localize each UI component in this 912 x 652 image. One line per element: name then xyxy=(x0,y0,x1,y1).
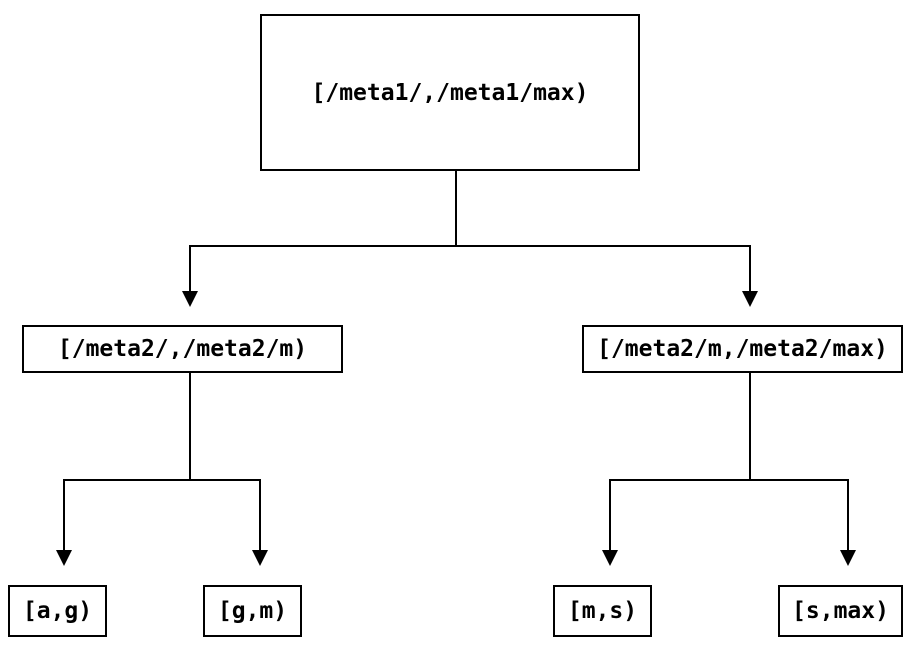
arrowhead-down-icon xyxy=(602,550,618,566)
arrowhead-down-icon xyxy=(56,550,72,566)
arrowhead-down-icon xyxy=(840,550,856,566)
arrowhead-down-icon xyxy=(742,291,758,307)
tree-node-meta2-right: [/meta2/m,/meta2/max) xyxy=(582,325,903,373)
tree-node-root: [/meta1/,/meta1/max) xyxy=(260,14,640,171)
connector-root-branch xyxy=(189,170,751,293)
tree-node-label: [g,m) xyxy=(217,598,288,624)
tree-node-leaf-ag: [a,g) xyxy=(8,585,107,637)
tree-node-label: [/meta2/,/meta2/m) xyxy=(57,336,308,362)
connector-right-subtree xyxy=(609,373,849,552)
tree-node-leaf-ms: [m,s) xyxy=(553,585,652,637)
tree-node-label: [s,max) xyxy=(792,598,889,624)
tree-node-leaf-smax: [s,max) xyxy=(778,585,903,637)
tree-node-label: [a,g) xyxy=(22,598,93,624)
tree-node-label: [/meta2/m,/meta2/max) xyxy=(597,336,888,362)
tree-node-leaf-gm: [g,m) xyxy=(203,585,302,637)
arrowhead-down-icon xyxy=(182,291,198,307)
tree-node-label: [m,s) xyxy=(567,598,638,624)
connector-left-subtree xyxy=(63,373,261,552)
tree-node-meta2-left: [/meta2/,/meta2/m) xyxy=(22,325,343,373)
arrowhead-down-icon xyxy=(252,550,268,566)
tree-node-label: [/meta1/,/meta1/max) xyxy=(311,79,589,106)
